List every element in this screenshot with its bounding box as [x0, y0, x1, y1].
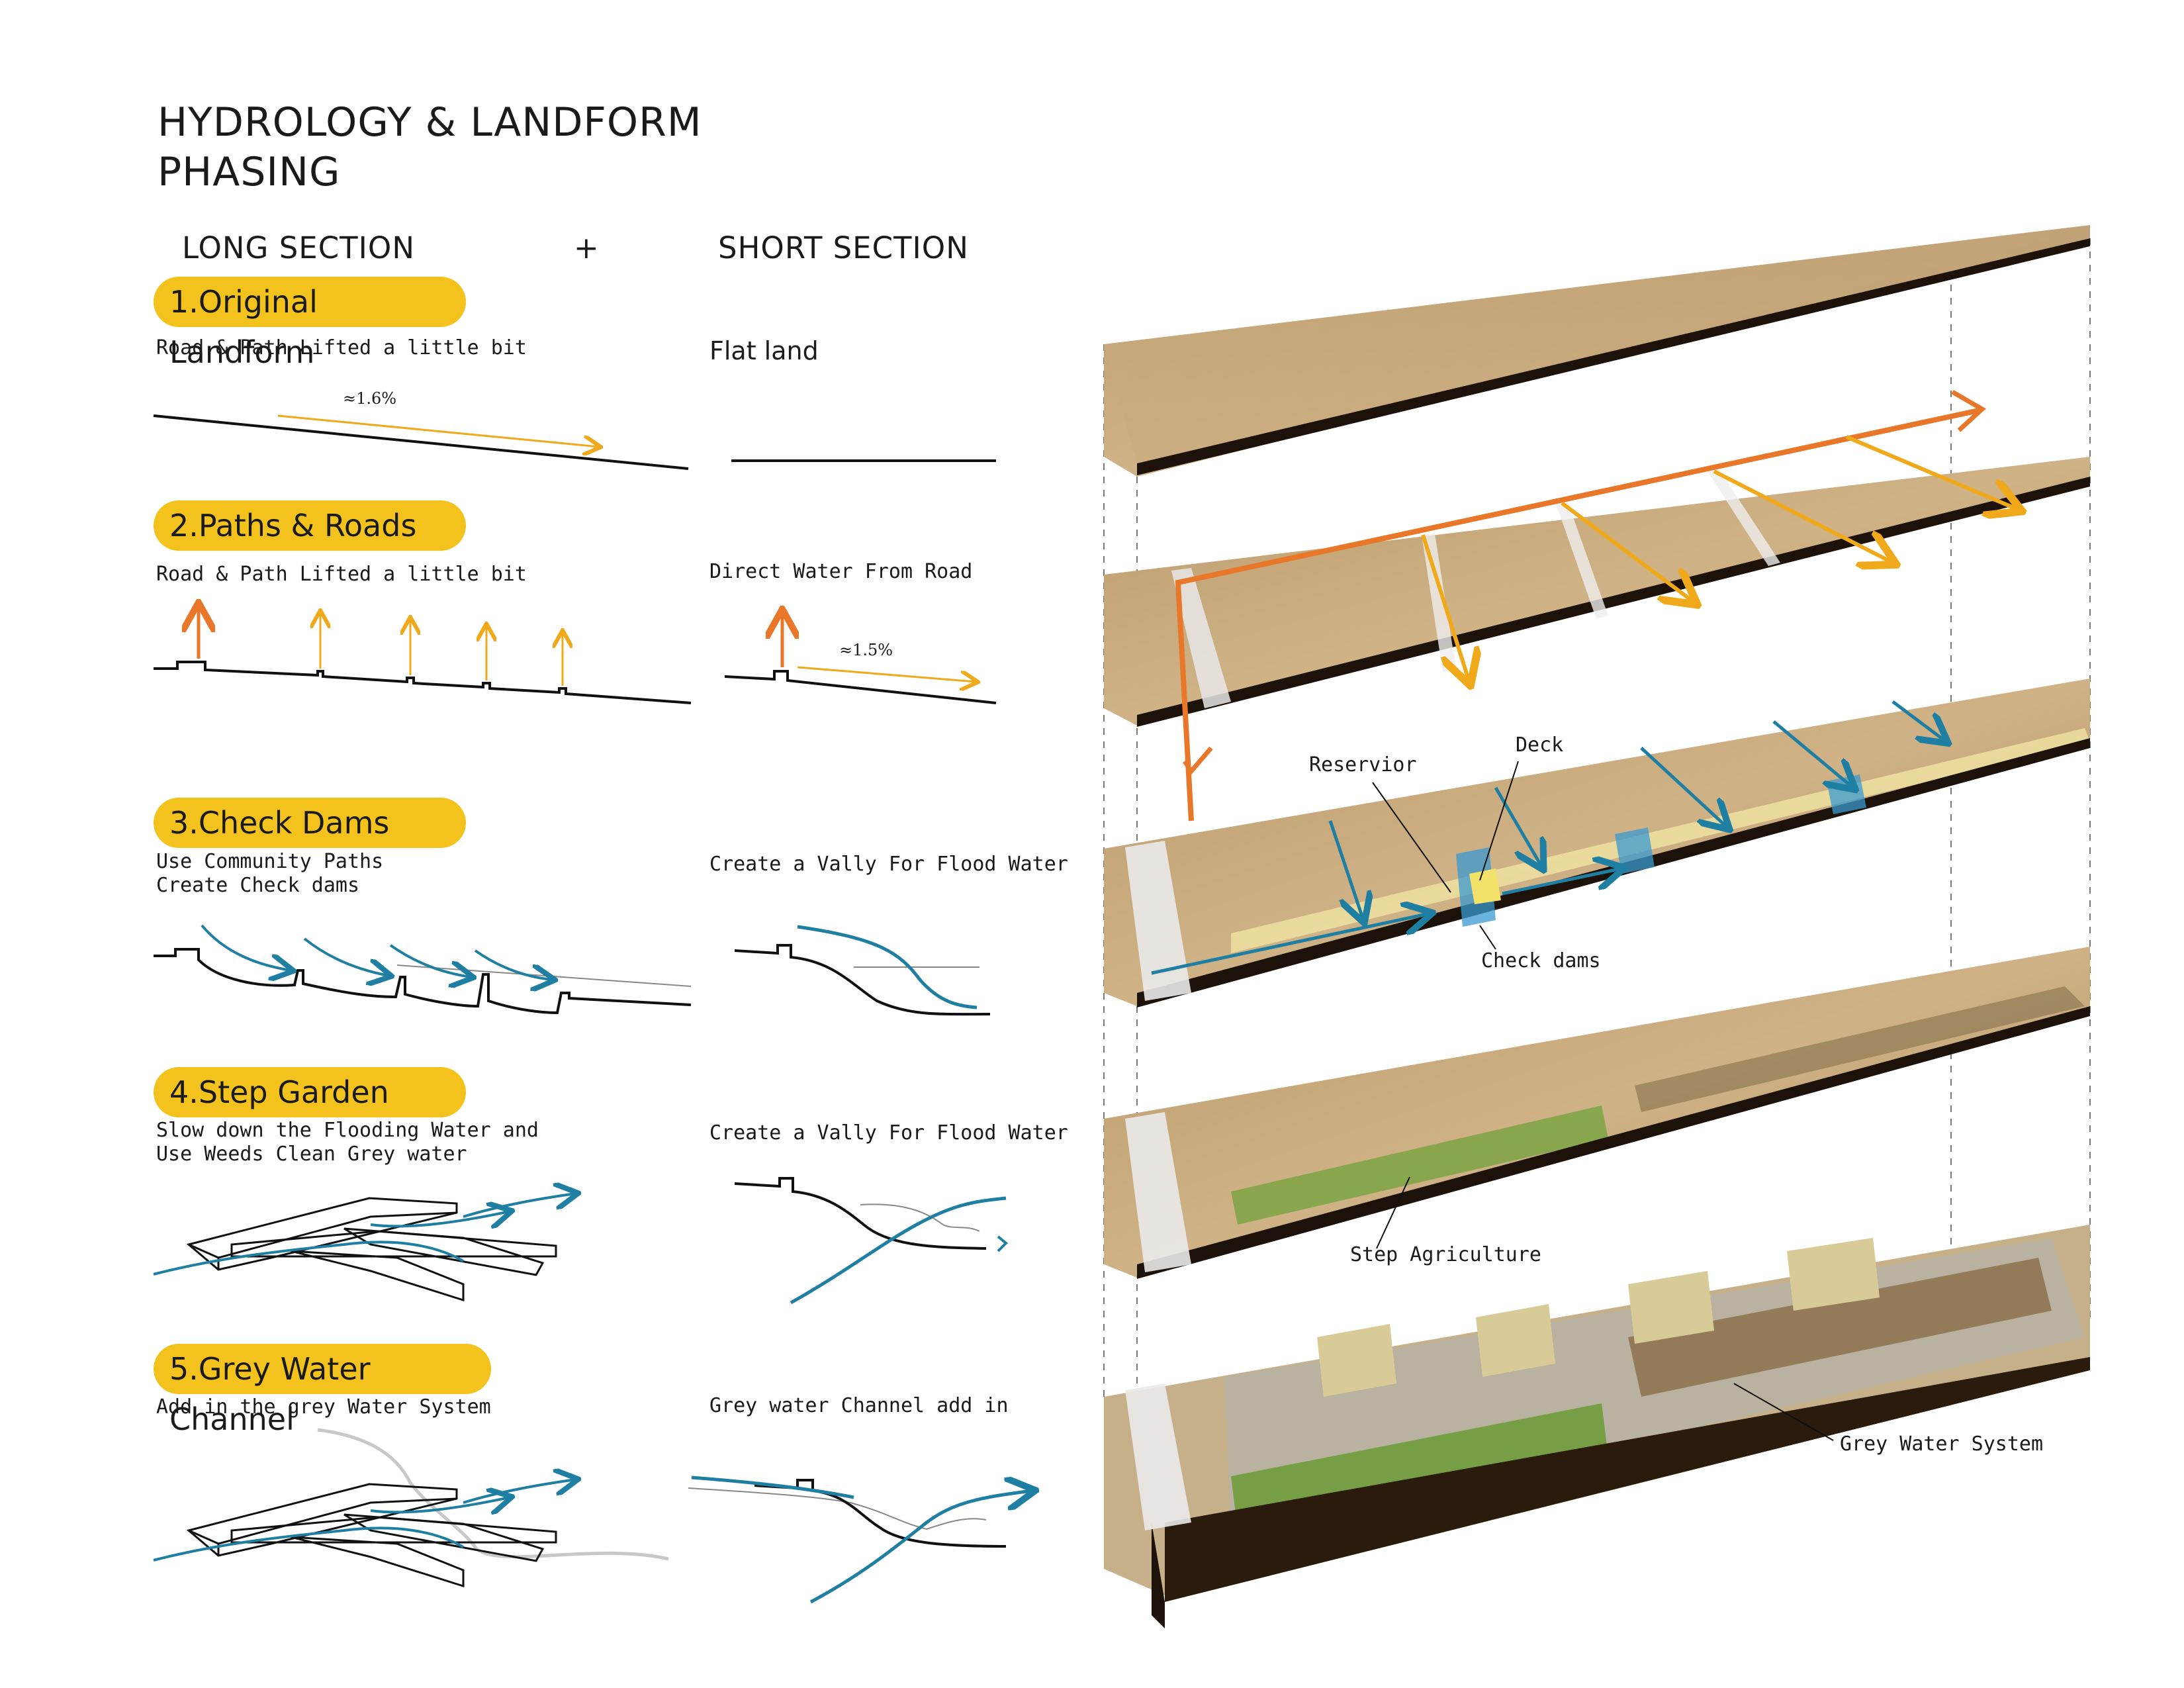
phase-5-short-desc: Grey water Channel add in — [709, 1394, 1009, 1417]
short-section-heading: SHORT SECTION — [718, 230, 969, 265]
phase-4-long-section — [153, 1194, 576, 1302]
phase-4-short-desc: Create a Vally For Flood Water — [709, 1121, 1068, 1145]
phase-3-short-desc: Create a Vally For Flood Water — [709, 853, 1068, 876]
check-dams-label: Check dams — [1481, 949, 1601, 972]
plus-sign: + — [574, 230, 600, 265]
deck-label: Deck — [1516, 733, 1564, 757]
phase-4-long-desc: Slow down the Flooding Water and Use Wee… — [156, 1119, 539, 1166]
phase-4-label: 4.Step Garden — [154, 1067, 466, 1117]
step-agriculture-label: Step Agriculture — [1350, 1243, 1541, 1266]
phase-1-short-desc: Flat land — [709, 336, 819, 365]
phase-3-label: 3.Check Dams — [154, 798, 466, 848]
phase-1-slope-label: ≈1.6% — [343, 389, 397, 408]
phase-2-slope-label: ≈1.5% — [839, 641, 893, 659]
phase-2-short-desc: Direct Water From Road — [709, 560, 973, 583]
phase-2-label: 2.Paths & Roads — [154, 500, 466, 551]
phase-5-long-section — [153, 1428, 669, 1588]
title-line-1: HYDROLOGY & LANDFORM — [158, 99, 702, 146]
phase-1-long-section — [153, 414, 689, 470]
phase-5-label: 5.Grey Water Channel — [154, 1344, 491, 1437]
grey-water-system-label: Grey Water System — [1840, 1432, 2044, 1456]
long-section-heading: LONG SECTION — [182, 230, 415, 265]
phase-5-short-section — [688, 1477, 1032, 1604]
reservoir-label: Reservior — [1309, 753, 1417, 776]
phase-2-long-section — [154, 606, 692, 704]
axon-layer-2 — [1104, 389, 2090, 821]
phase-4-short-section — [734, 1177, 1008, 1305]
phase-2-short-section — [724, 612, 997, 704]
title-line-2: PHASING — [158, 149, 341, 195]
phase-5-long-desc: Add in the grey Water System — [156, 1395, 491, 1419]
phase-3-short-section — [734, 925, 991, 1016]
axon-layer-3 — [1104, 679, 2090, 1008]
phase-1-label: 1.Original Landform — [154, 277, 466, 370]
phase-1-long-desc: Road & Path Lifted a little bit — [156, 336, 527, 359]
phase-3-long-section — [154, 924, 692, 1015]
axon-layer-4 — [1104, 947, 2090, 1279]
axon-layer-5 — [1104, 1225, 2090, 1628]
phase-2-long-desc: Road & Path Lifted a little bit — [156, 563, 527, 586]
axon-layer-1 — [1104, 225, 2090, 477]
phase-3-long-desc: Use Community Paths Create Check dams — [156, 850, 384, 897]
